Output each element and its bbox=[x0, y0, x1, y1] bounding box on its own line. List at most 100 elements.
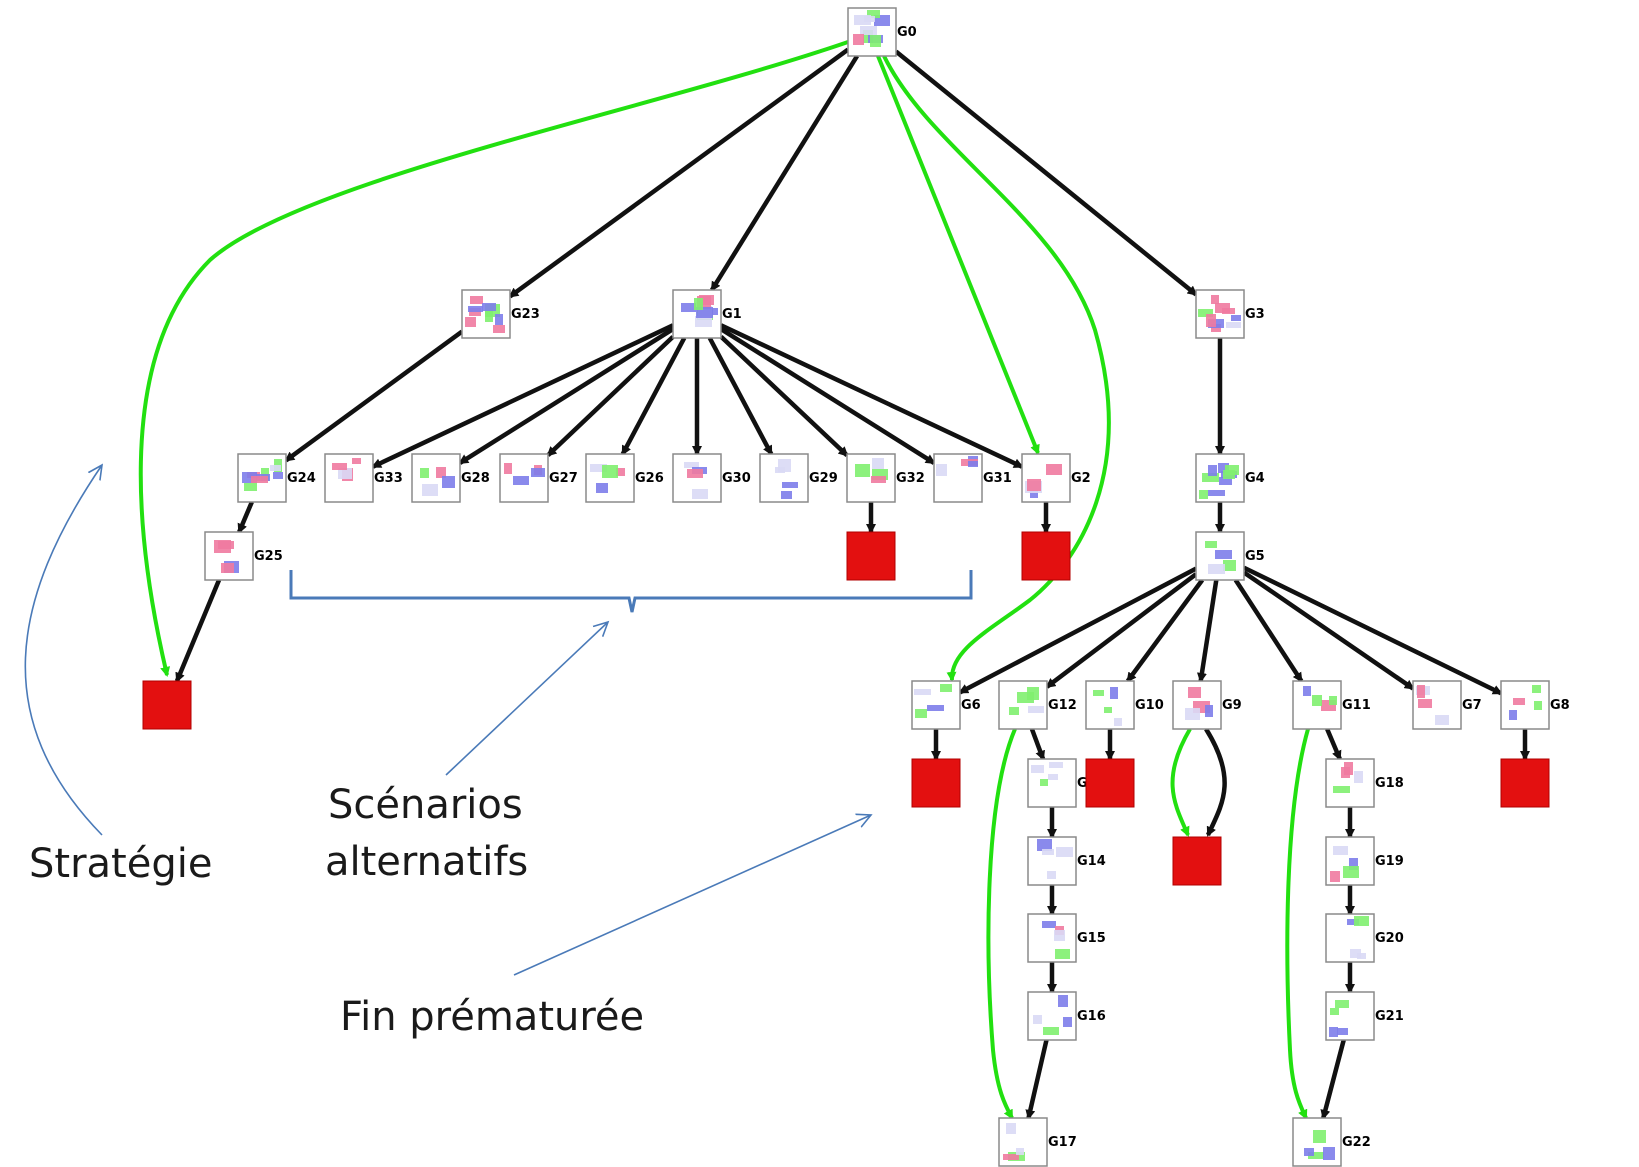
edge-g11-to-g22-strategy bbox=[1285, 728, 1310, 1120]
state-node-g8[interactable]: G8 bbox=[1500, 680, 1570, 730]
terminal-node-t-g8[interactable] bbox=[1500, 758, 1550, 808]
edge-g0-to-g3 bbox=[894, 49, 1198, 297]
state-node-g4[interactable]: G4 bbox=[1195, 453, 1265, 503]
node-label-g15: G15 bbox=[1077, 931, 1106, 946]
state-node-g29[interactable]: G29 bbox=[759, 453, 838, 503]
state-node-g10[interactable]: G10 bbox=[1085, 680, 1164, 730]
state-node-g16[interactable]: G16 bbox=[1027, 991, 1106, 1041]
edge-g21-to-g22 bbox=[1320, 1039, 1346, 1120]
thumbnail-piece bbox=[853, 34, 864, 45]
state-node-g28[interactable]: G28 bbox=[411, 453, 490, 503]
edge-g5-to-g9 bbox=[1196, 579, 1219, 683]
thumbnail-piece bbox=[968, 461, 978, 467]
state-node-g32[interactable]: G32 bbox=[846, 453, 925, 503]
node-label-g30: G30 bbox=[722, 471, 751, 486]
thumbnail-piece bbox=[513, 476, 529, 485]
state-node-g18[interactable]: G18 bbox=[1325, 758, 1404, 808]
thumbnail-piece bbox=[871, 476, 886, 483]
state-thumbnail bbox=[585, 453, 635, 503]
edge-g1-to-g29 bbox=[707, 336, 774, 456]
state-node-g2[interactable]: G2 bbox=[1021, 453, 1091, 503]
thumbnail-piece bbox=[1110, 687, 1118, 699]
thumbnail-piece bbox=[775, 467, 785, 473]
thumbnail-piece bbox=[874, 15, 890, 26]
state-node-g33[interactable]: G33 bbox=[324, 453, 403, 503]
state-node-g13[interactable]: G13 bbox=[1027, 758, 1106, 808]
thumbnail-piece bbox=[590, 464, 607, 472]
thumbnail-piece bbox=[1223, 560, 1236, 571]
strategy-annotation: Stratégie bbox=[29, 841, 212, 887]
thumbnail-piece bbox=[1028, 706, 1044, 713]
edge-g5-to-g10 bbox=[1125, 578, 1205, 683]
thumbnail-piece bbox=[352, 458, 361, 464]
thumbnail-piece bbox=[782, 482, 798, 488]
thumbnail-piece bbox=[1313, 1130, 1326, 1143]
thumbnail-piece bbox=[1016, 1148, 1024, 1155]
node-label-g18: G18 bbox=[1375, 776, 1404, 791]
thumbnail-piece bbox=[1009, 707, 1019, 715]
thumbnail-piece bbox=[692, 489, 708, 499]
node-label-g2: G2 bbox=[1071, 471, 1091, 486]
state-node-g26[interactable]: G26 bbox=[585, 453, 664, 503]
thumbnail-piece bbox=[695, 316, 712, 327]
state-node-g21[interactable]: G21 bbox=[1325, 991, 1404, 1041]
state-node-g27[interactable]: G27 bbox=[499, 453, 578, 503]
node-label-g26: G26 bbox=[635, 471, 664, 486]
state-node-g23[interactable]: G23 bbox=[461, 289, 540, 339]
state-node-g22[interactable]: G22 bbox=[1292, 1117, 1371, 1167]
edge-g1-to-g26 bbox=[620, 336, 687, 456]
state-node-g15[interactable]: G15 bbox=[1027, 913, 1106, 963]
node-label-g22: G22 bbox=[1342, 1135, 1371, 1150]
state-node-g19[interactable]: G19 bbox=[1325, 836, 1404, 886]
thumbnail-piece bbox=[1049, 762, 1063, 768]
terminal-node-t-g6[interactable] bbox=[911, 758, 961, 808]
thumbnail-piece bbox=[221, 563, 234, 573]
state-node-g7[interactable]: G7 bbox=[1412, 680, 1482, 730]
alternatives-brace bbox=[289, 570, 973, 613]
terminal-node-t-g9[interactable] bbox=[1172, 836, 1222, 886]
node-label-g17: G17 bbox=[1048, 1135, 1077, 1150]
thumbnail-piece bbox=[1031, 765, 1044, 773]
state-node-g25[interactable]: G25 bbox=[204, 531, 283, 581]
node-label-g10: G10 bbox=[1135, 698, 1164, 713]
node-label-g27: G27 bbox=[549, 471, 578, 486]
edge-g23-to-g24 bbox=[284, 329, 464, 463]
state-node-g12[interactable]: G12 bbox=[998, 680, 1077, 730]
thumbnail-piece bbox=[1330, 871, 1340, 882]
terminal-node-t-g10[interactable] bbox=[1085, 758, 1135, 808]
state-node-g6[interactable]: G6 bbox=[911, 680, 981, 730]
node-label-g11: G11 bbox=[1342, 698, 1371, 713]
thumbnail-piece bbox=[531, 468, 545, 477]
thumbnail-piece bbox=[710, 308, 718, 315]
state-node-g9[interactable]: G9 bbox=[1172, 680, 1242, 730]
state-node-g11[interactable]: G11 bbox=[1292, 680, 1371, 730]
state-node-g20[interactable]: G20 bbox=[1325, 913, 1404, 963]
thumbnail-piece bbox=[1323, 1147, 1335, 1160]
thumbnail-piece bbox=[1304, 1148, 1314, 1156]
thumbnail-piece bbox=[1303, 686, 1311, 696]
premature-end-arrow bbox=[513, 815, 871, 976]
thumbnail-piece bbox=[914, 689, 931, 695]
thumbnail-piece bbox=[1350, 949, 1361, 958]
state-node-g17[interactable]: G17 bbox=[998, 1117, 1077, 1167]
state-node-g3[interactable]: G3 bbox=[1195, 289, 1265, 339]
thumbnail-piece bbox=[1058, 995, 1068, 1007]
state-node-g1[interactable]: G1 bbox=[672, 289, 742, 339]
state-node-g31[interactable]: G31 bbox=[933, 453, 1012, 503]
edge-g5-to-g12 bbox=[1045, 572, 1198, 689]
terminal-node-t-g2[interactable] bbox=[1021, 531, 1071, 581]
state-node-g24[interactable]: G24 bbox=[237, 453, 316, 503]
state-thumbnail bbox=[933, 453, 983, 503]
thumbnail-piece bbox=[927, 705, 944, 711]
thumbnail-piece bbox=[1114, 718, 1122, 726]
terminal-node-t-g32[interactable] bbox=[846, 531, 896, 581]
terminal-node-t-g25[interactable] bbox=[142, 680, 192, 730]
thumbnail-piece bbox=[1056, 847, 1073, 857]
state-node-g0[interactable]: G0 bbox=[847, 7, 917, 57]
thumbnail-piece bbox=[1208, 465, 1217, 476]
state-node-g14[interactable]: G14 bbox=[1027, 836, 1106, 886]
state-node-g5[interactable]: G5 bbox=[1195, 531, 1265, 581]
thumbnail-piece bbox=[1033, 1015, 1042, 1024]
state-node-g30[interactable]: G30 bbox=[672, 453, 751, 503]
thumbnail-piece bbox=[1354, 771, 1363, 783]
